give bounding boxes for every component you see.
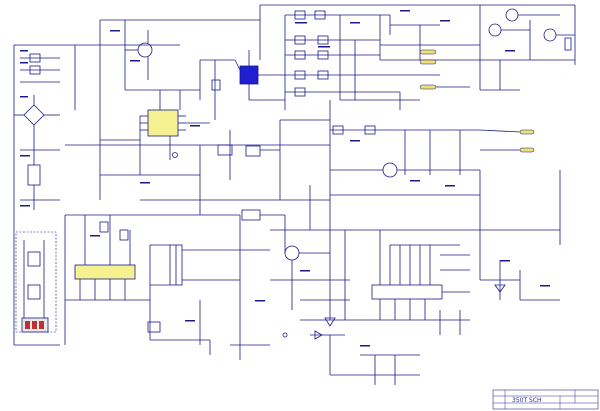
input-section (13, 44, 76, 346)
bridge-rectifier (23, 104, 45, 126)
pfc-controller-section (75, 19, 260, 200)
transistor-q3 (488, 23, 502, 37)
output-connector-1 (419, 49, 437, 55)
supervisor-ic (371, 284, 443, 300)
supervisor-section (479, 4, 576, 91)
optocoupler-3 (147, 321, 161, 333)
output-connector-2 (419, 59, 437, 65)
lower-center-section (270, 229, 420, 385)
output-rectifier-section (284, 10, 480, 110)
optocoupler-1 (217, 144, 233, 156)
output-connector-3 (419, 84, 437, 90)
output-connector-4 (519, 129, 535, 135)
transistor-q4 (543, 28, 557, 42)
emi-filter-box (15, 231, 57, 333)
title-block-title: 350T SCH (512, 397, 542, 404)
diode-d1 (324, 317, 336, 327)
pwm-controller-ic (147, 109, 179, 137)
transistor-q2 (505, 8, 519, 22)
main-switch-block (234, 4, 480, 101)
optocoupler-2 (245, 145, 261, 157)
supervisor-ic-section (344, 170, 561, 335)
standby-pwm-ic (74, 264, 136, 280)
output-connector-5 (519, 147, 535, 153)
transistor-q5 (382, 162, 398, 178)
component-label-marks (20, 10, 550, 347)
title-block: 350T SCH (492, 389, 599, 410)
common-mode-choke (27, 164, 41, 186)
middle-section (65, 100, 535, 230)
standby-section (64, 209, 286, 360)
power-mosfet-block (239, 65, 259, 85)
transistor-q6 (284, 245, 300, 261)
